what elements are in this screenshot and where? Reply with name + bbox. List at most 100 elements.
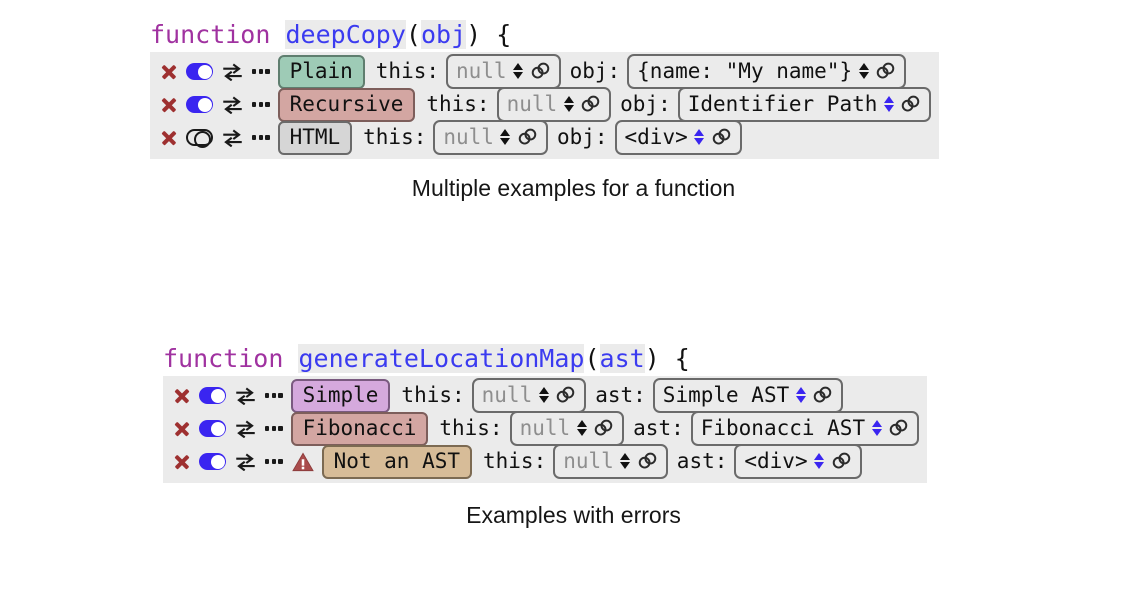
link-chain-icon[interactable] bbox=[580, 95, 601, 113]
toggle-on-icon[interactable] bbox=[186, 63, 213, 80]
link-chain-icon[interactable] bbox=[517, 128, 538, 146]
keyword-function: function bbox=[150, 20, 271, 49]
more-dots-icon[interactable] bbox=[265, 387, 283, 405]
toggle-on-icon[interactable] bbox=[199, 453, 226, 470]
toggle-off-icon[interactable] bbox=[186, 129, 213, 148]
arg-value-field[interactable]: null bbox=[496, 86, 612, 123]
x-icon[interactable] bbox=[173, 387, 190, 404]
example-name-chip[interactable]: Simple bbox=[290, 378, 391, 413]
function-signature: function deepCopy(obj) { bbox=[150, 18, 511, 52]
open-paren: ( bbox=[405, 20, 421, 49]
example-name-chip[interactable]: Plain bbox=[277, 54, 365, 89]
open-brace: { bbox=[659, 344, 690, 373]
x-icon[interactable] bbox=[160, 63, 177, 80]
link-chain-icon[interactable] bbox=[888, 419, 909, 437]
swap-arrows-icon[interactable] bbox=[222, 63, 243, 81]
example-name-chip[interactable]: Recursive bbox=[277, 87, 416, 122]
arg-value-field[interactable]: Identifier Path bbox=[677, 86, 932, 123]
more-dots-icon[interactable] bbox=[265, 420, 283, 438]
spinner-arrows-icon[interactable] bbox=[538, 387, 549, 403]
close-paren: ) bbox=[644, 344, 660, 373]
link-chain-icon[interactable] bbox=[711, 128, 732, 146]
arg-value-text: null bbox=[563, 448, 614, 473]
arg-label: obj: bbox=[556, 125, 608, 149]
arg-value-text: null bbox=[519, 415, 571, 440]
close-paren: ) bbox=[466, 20, 482, 49]
arg-value-field[interactable]: null bbox=[433, 119, 548, 156]
more-dots-icon[interactable] bbox=[265, 453, 283, 471]
swap-arrows-icon[interactable] bbox=[222, 129, 243, 147]
link-chain-icon[interactable] bbox=[637, 452, 658, 470]
link-chain-icon[interactable] bbox=[831, 452, 852, 470]
open-paren: ( bbox=[584, 344, 600, 373]
arg-label: ast: bbox=[676, 449, 728, 473]
link-chain-icon[interactable] bbox=[530, 62, 551, 80]
arg-label: this: bbox=[439, 416, 503, 440]
link-chain-icon[interactable] bbox=[555, 386, 576, 404]
swap-arrows-icon[interactable] bbox=[235, 453, 256, 471]
link-chain-icon[interactable] bbox=[875, 62, 896, 80]
x-icon[interactable] bbox=[173, 420, 190, 437]
arg-value-field[interactable]: {name: "My name"} bbox=[627, 53, 907, 90]
arg-value-field[interactable]: Fibonacci AST bbox=[690, 410, 920, 447]
arg-value-field[interactable]: null bbox=[509, 410, 625, 447]
link-chain-icon[interactable] bbox=[593, 419, 614, 437]
x-icon[interactable] bbox=[160, 129, 177, 146]
function-param[interactable]: ast bbox=[599, 344, 645, 373]
toggle-on-icon[interactable] bbox=[199, 387, 226, 404]
spinner-arrows-icon[interactable] bbox=[513, 63, 524, 79]
arg-value-field[interactable]: null bbox=[446, 53, 561, 90]
link-chain-icon[interactable] bbox=[900, 95, 921, 113]
arg-value-field[interactable]: null bbox=[471, 377, 587, 414]
row-controls bbox=[169, 387, 289, 405]
arg-value-field[interactable]: null bbox=[553, 443, 668, 480]
spinner-arrows-icon[interactable] bbox=[871, 420, 882, 436]
arg-value-text: Fibonacci AST bbox=[700, 415, 866, 440]
swap-arrows-icon[interactable] bbox=[222, 96, 243, 114]
arg-value-text: <div> bbox=[624, 124, 688, 149]
link-chain-icon[interactable] bbox=[812, 386, 833, 404]
toggle-on-icon[interactable] bbox=[186, 96, 213, 113]
toggle-on-icon[interactable] bbox=[199, 420, 226, 437]
code-block: function generateLocationMap(ast) { Simp… bbox=[0, 342, 1147, 483]
arg-label: ast: bbox=[595, 383, 646, 407]
arg-value-field[interactable]: <div> bbox=[614, 119, 742, 156]
example-name-chip[interactable]: Fibonacci bbox=[290, 411, 429, 446]
example-name-chip[interactable]: HTML bbox=[277, 120, 353, 155]
row-controls bbox=[156, 129, 276, 148]
arg-value-field[interactable]: Simple AST bbox=[652, 377, 844, 414]
arg-value-text: Simple AST bbox=[662, 382, 790, 407]
spinner-arrows-icon[interactable] bbox=[620, 453, 631, 469]
arg-value-field[interactable]: <div> bbox=[734, 443, 862, 480]
spinner-arrows-icon[interactable] bbox=[576, 420, 587, 436]
row-controls bbox=[156, 96, 276, 114]
spinner-arrows-icon[interactable] bbox=[814, 453, 825, 469]
arg-label: this: bbox=[401, 383, 465, 407]
more-dots-icon[interactable] bbox=[252, 129, 270, 147]
spinner-arrows-icon[interactable] bbox=[500, 129, 511, 145]
function-name[interactable]: deepCopy bbox=[285, 20, 406, 49]
arg-label: this: bbox=[426, 92, 490, 116]
x-icon[interactable] bbox=[160, 96, 177, 113]
spinner-arrows-icon[interactable] bbox=[883, 96, 894, 112]
swap-arrows-icon[interactable] bbox=[235, 387, 256, 405]
function-name[interactable]: generateLocationMap bbox=[298, 344, 585, 373]
x-icon[interactable] bbox=[173, 453, 190, 470]
more-dots-icon[interactable] bbox=[252, 63, 270, 81]
swap-arrows-icon[interactable] bbox=[235, 420, 256, 438]
function-param[interactable]: obj bbox=[420, 20, 467, 49]
row-controls bbox=[169, 420, 289, 438]
spinner-arrows-icon[interactable] bbox=[858, 63, 869, 79]
more-dots-icon[interactable] bbox=[252, 96, 270, 114]
row-controls bbox=[156, 63, 276, 81]
spinner-arrows-icon[interactable] bbox=[563, 96, 574, 112]
example-name-chip[interactable]: Not an AST bbox=[321, 444, 472, 479]
spinner-arrows-icon[interactable] bbox=[694, 129, 705, 145]
spinner-arrows-icon[interactable] bbox=[795, 387, 806, 403]
